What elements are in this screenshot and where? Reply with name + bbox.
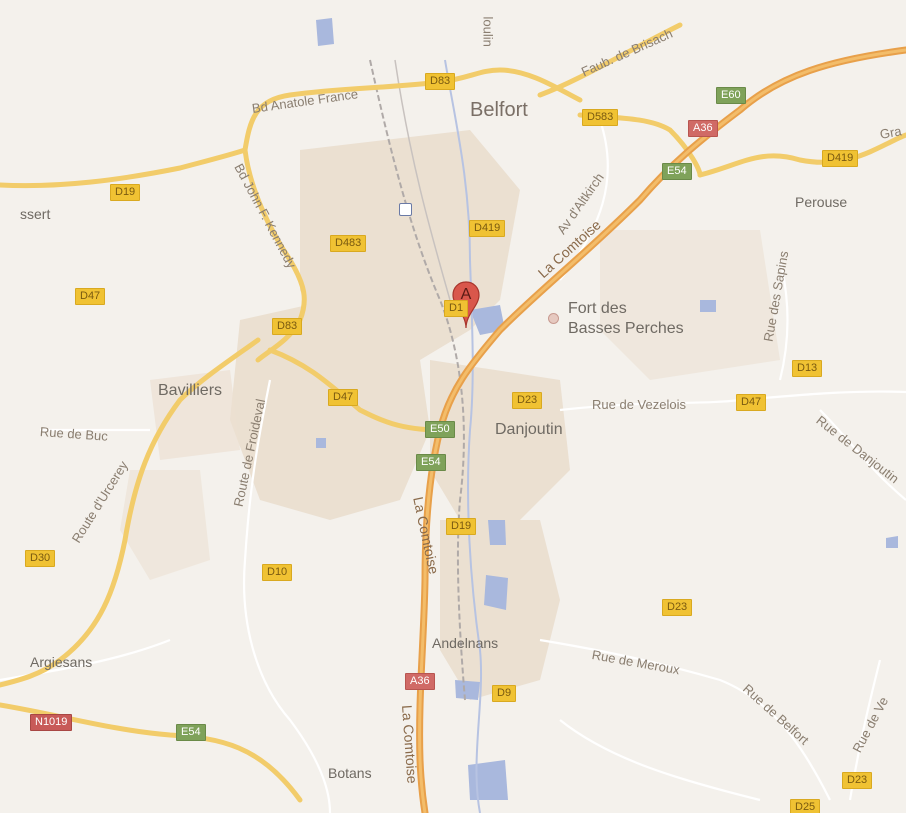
place-botans[interactable]: Botans [328,765,372,781]
railway-secondary [394,59,451,301]
shield-e54-bottom[interactable]: E54 [176,724,206,741]
shield-d47-left[interactable]: D47 [75,288,106,305]
shield-n1019[interactable]: N1019 [30,714,73,731]
river [444,59,483,813]
shield-d83-top[interactable]: D83 [425,73,456,90]
place-bavilliers[interactable]: Bavilliers [158,382,223,399]
shield-e54-top[interactable]: E54 [662,163,692,180]
shield-d47-mid[interactable]: D47 [328,389,359,406]
shield-d25[interactable]: D25 [790,799,821,813]
shield-a36-bottom[interactable]: A36 [405,673,435,690]
shield-d23-br[interactable]: D23 [842,772,873,789]
shield-e54-mid[interactable]: E54 [416,454,446,471]
place-perouse[interactable]: Perouse [795,194,848,210]
shield-d19-bottom[interactable]: D19 [446,518,477,535]
shield-d583[interactable]: D583 [582,109,619,126]
poi-fort-line1[interactable]: Fort des [568,300,627,317]
place-belfort[interactable]: Belfort [470,99,528,121]
shield-d30[interactable]: D30 [25,550,56,567]
place-andelnans[interactable]: Andelnans [432,635,499,651]
shield-d23-right[interactable]: D23 [662,599,693,616]
shield-d83-left[interactable]: D83 [272,318,303,335]
shield-d10[interactable]: D10 [262,564,293,581]
street-top-north: loulin [480,16,496,47]
place-essert[interactable]: ssert [20,206,51,222]
shield-d47-right[interactable]: D47 [736,394,767,411]
place-argiesans[interactable]: Argiesans [30,654,93,670]
street-vezelois: Rue de Vezelois [592,397,686,412]
shield-d13[interactable]: D13 [792,360,823,377]
shield-d1[interactable]: D1 [444,300,469,317]
marker-letter: A [460,286,472,303]
shield-e50[interactable]: E50 [425,421,455,438]
shield-d23-mid[interactable]: D23 [512,392,543,409]
train-station-icon[interactable] [399,203,412,216]
shield-d9[interactable]: D9 [492,685,517,702]
shield-d419-center[interactable]: D419 [469,220,506,237]
shield-d483[interactable]: D483 [330,235,367,252]
shield-a36-top[interactable]: A36 [688,120,718,137]
shield-e60-top[interactable]: E60 [716,87,746,104]
water-bodies [316,18,898,800]
fort-poi-icon[interactable] [548,313,559,324]
shield-d19-left[interactable]: D19 [110,184,141,201]
poi-fort-line2[interactable]: Basses Perches [568,320,684,337]
street-gra: Gra [878,123,903,142]
place-danjoutin[interactable]: Danjoutin [495,421,563,438]
shield-d419-right[interactable]: D419 [822,150,859,167]
